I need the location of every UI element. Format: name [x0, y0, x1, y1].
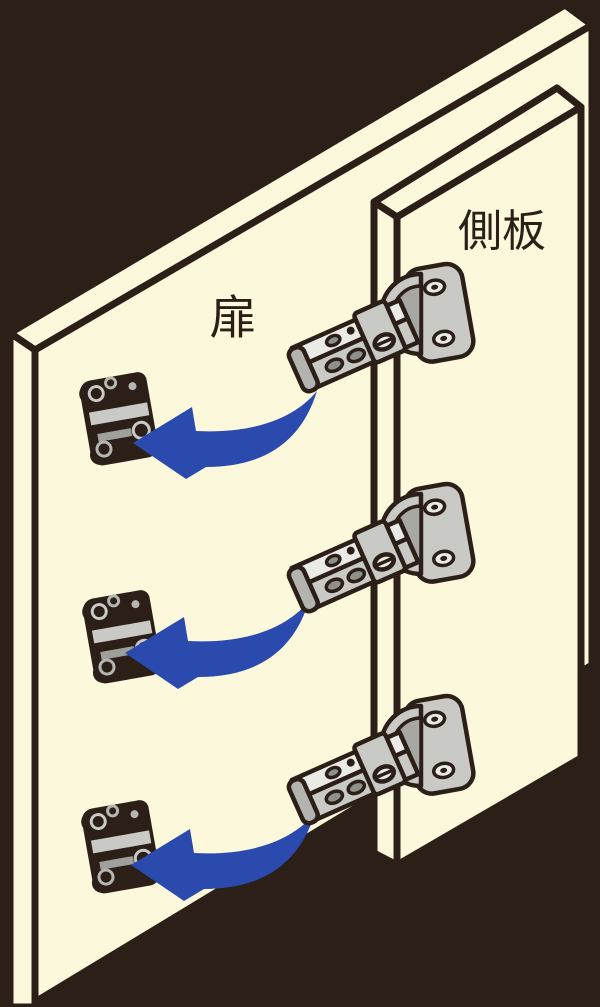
side-panel-label: 側板: [458, 206, 546, 257]
door-left-edge-face: [6, 329, 39, 1007]
door-label: 扉: [210, 291, 257, 346]
